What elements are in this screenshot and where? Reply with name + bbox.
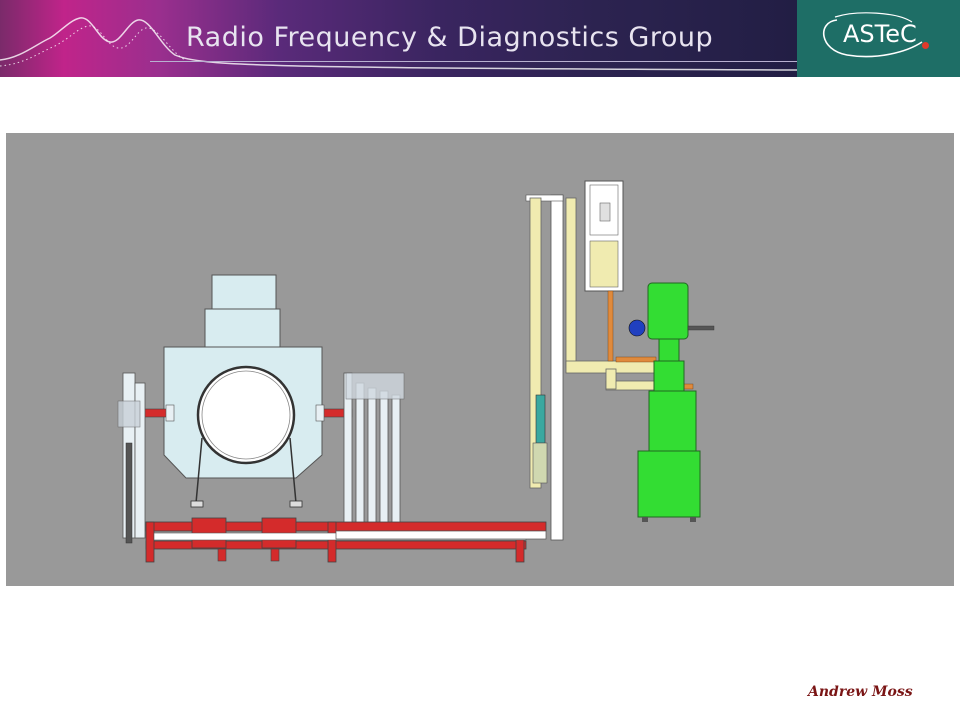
author-credit: Andrew Moss <box>808 684 913 700</box>
flow-sensor <box>535 394 546 444</box>
logo-text: ASTeC <box>843 20 917 48</box>
page-title: Radio Frequency & Diagnostics Group <box>186 22 714 53</box>
banner-rule <box>150 61 797 62</box>
header-banner: Radio Frequency & Diagnostics Group <box>0 0 797 77</box>
return-pipe-horizontal <box>335 530 547 540</box>
riser-pipe-yellow-right <box>565 197 577 369</box>
logo-dot-icon <box>922 42 929 49</box>
waveform-graphic <box>0 17 797 71</box>
cavity-top-block <box>211 274 277 311</box>
logo-panel <box>797 0 960 77</box>
copper-pipe-horizontal <box>615 356 657 363</box>
cad-diagram <box>6 133 954 586</box>
cad-drawing <box>117 180 715 563</box>
copper-pipe-vertical <box>607 290 614 362</box>
tank-reservoir <box>589 240 619 288</box>
cavity-mid-block <box>204 308 281 348</box>
riser-pipe-yellow-left <box>529 197 542 489</box>
pump-housing <box>648 390 697 452</box>
logo-swoosh-icon <box>822 12 923 58</box>
pump-base <box>637 450 701 518</box>
pump-motor <box>647 282 689 340</box>
pump-valve-knob <box>628 319 646 337</box>
riser-pipe-white <box>550 194 564 541</box>
cavity-ring <box>196 365 296 465</box>
